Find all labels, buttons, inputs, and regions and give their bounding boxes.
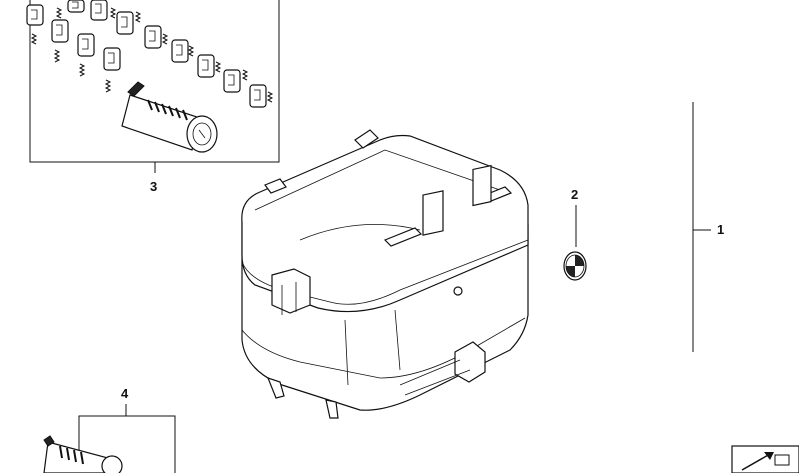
lock-plate xyxy=(249,84,267,108)
callout-4: 4 xyxy=(121,386,129,401)
lock-plate xyxy=(116,11,134,35)
item-3-bracket xyxy=(29,0,280,173)
lock-plate xyxy=(51,19,69,43)
item-1-bracket xyxy=(692,102,711,352)
catalog-arrow-icon xyxy=(731,445,799,473)
lock-cylinder-small xyxy=(43,435,123,473)
item-4-bracket xyxy=(78,404,176,473)
callout-1: 1 xyxy=(717,222,724,237)
lock-plate xyxy=(26,4,44,26)
lock-plate xyxy=(197,54,215,78)
lock-plate xyxy=(103,47,121,71)
springs-group xyxy=(30,7,274,103)
lock-plates-group xyxy=(26,0,267,108)
lock-plate xyxy=(90,0,108,21)
top-case xyxy=(241,129,529,419)
lock-plate xyxy=(77,33,95,57)
callout-3: 3 xyxy=(150,179,157,194)
bmw-roundel-icon xyxy=(563,251,587,281)
lock-plate xyxy=(144,25,162,49)
lock-plate xyxy=(171,39,189,63)
lock-plate xyxy=(223,69,241,93)
lock-cylinder-large xyxy=(121,81,218,153)
callout-2: 2 xyxy=(571,187,578,202)
lock-plate xyxy=(67,0,85,13)
